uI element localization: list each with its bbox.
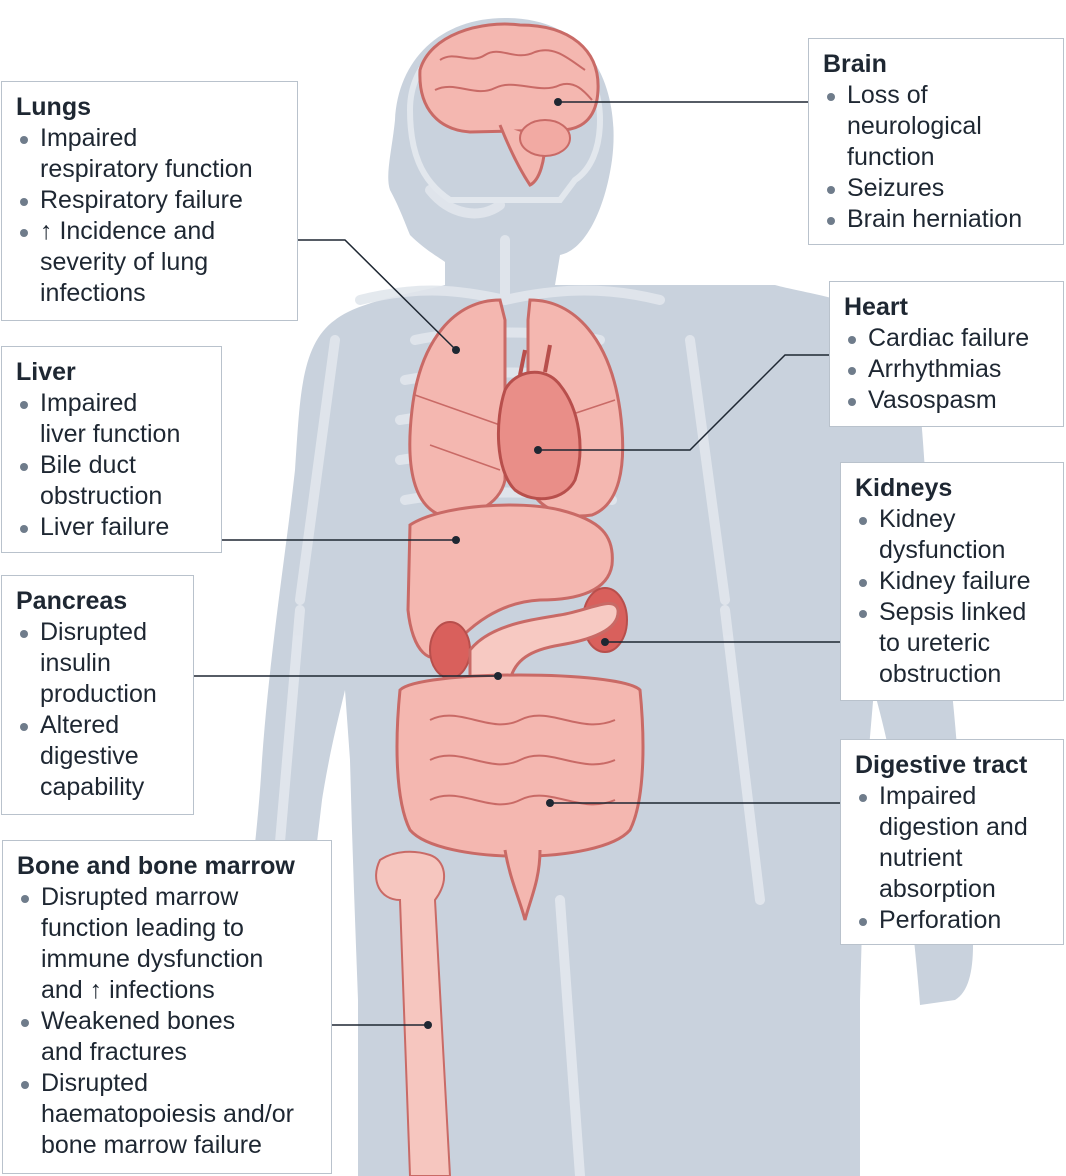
list-item: Brain herniation [823, 204, 1051, 235]
liver-box: Liver Impaired liver function Bile duct … [1, 346, 222, 553]
lungs-list: Impaired respiratory function Respirator… [16, 123, 285, 309]
list-item: Respiratory failure [16, 185, 285, 216]
kidneys-box: Kidneys Kidney dysfunction Kidney failur… [840, 462, 1064, 701]
bone-list: Disrupted marrow function leading to imm… [17, 882, 319, 1161]
list-item: Disrupted haematopoiesis and/or bone mar… [17, 1068, 319, 1161]
heart-list: Cardiac failure Arrhythmias Vasospasm [844, 323, 1051, 416]
bone-box: Bone and bone marrow Disrupted marrow fu… [2, 840, 332, 1174]
brain-title: Brain [823, 50, 887, 78]
leader-line-lungs [298, 239, 457, 351]
leader-line-heart [538, 354, 829, 451]
list-item: Loss of neurological function [823, 80, 1051, 173]
kidneys-list: Kidney dysfunction Kidney failure Sepsis… [855, 504, 1051, 690]
leader-lines [194, 101, 840, 1026]
list-item: Sepsis linked to ureteric obstruction [855, 597, 1051, 690]
bone-title: Bone and bone marrow [17, 852, 295, 880]
list-item: ↑ Incidence and severity of lung infecti… [16, 216, 285, 309]
leader-dots [424, 98, 609, 1029]
list-item: Weakened bones and fractures [17, 1006, 319, 1068]
list-item: Kidney failure [855, 566, 1051, 597]
list-item: Disrupted marrow function leading to imm… [17, 882, 319, 1006]
heart-title: Heart [844, 293, 908, 321]
brain-list: Loss of neurological function Seizures B… [823, 80, 1051, 235]
list-item: Impaired digestion and nutrient absorpti… [855, 781, 1051, 905]
list-item: Seizures [823, 173, 1051, 204]
liver-list: Impaired liver function Bile duct obstru… [16, 388, 209, 543]
list-item: Cardiac failure [844, 323, 1051, 354]
brain-icon [418, 22, 600, 187]
digestive-box: Digestive tract Impaired digestion and n… [840, 739, 1064, 945]
lungs-title: Lungs [16, 93, 91, 121]
pancreas-title: Pancreas [16, 587, 128, 615]
list-item: Vasospasm [844, 385, 1051, 416]
list-item: Bile duct obstruction [16, 450, 209, 512]
kidney-icon-left [429, 621, 471, 679]
heart-box: Heart Cardiac failure Arrhythmias Vasosp… [829, 281, 1064, 427]
pancreas-list: Disrupted insulin production Altered dig… [16, 617, 181, 803]
intestine-icon [395, 673, 645, 921]
lungs-box: Lungs Impaired respiratory function Resp… [1, 81, 298, 321]
list-item: Kidney dysfunction [855, 504, 1051, 566]
list-item: Arrhythmias [844, 354, 1051, 385]
list-item: Impaired respiratory function [16, 123, 285, 185]
digestive-list: Impaired digestion and nutrient absorpti… [855, 781, 1051, 936]
kidneys-title: Kidneys [855, 474, 953, 502]
femur-icon [375, 850, 452, 1176]
list-item: Perforation [855, 905, 1051, 936]
list-item: Altered digestive capability [16, 710, 181, 803]
brain-box: Brain Loss of neurological function Seiz… [808, 38, 1064, 245]
list-item: Disrupted insulin production [16, 617, 181, 710]
list-item: Liver failure [16, 512, 209, 543]
liver-title: Liver [16, 358, 76, 386]
digestive-title: Digestive tract [855, 751, 1028, 779]
list-item: Impaired liver function [16, 388, 209, 450]
heart-icon [497, 344, 582, 501]
pancreas-box: Pancreas Disrupted insulin production Al… [1, 575, 194, 815]
